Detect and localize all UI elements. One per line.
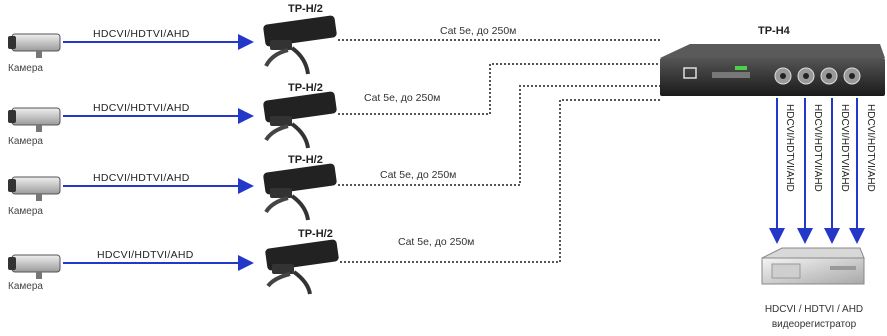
camera-label: Камера — [8, 206, 43, 217]
cable-label: Cat 5e, до 250м — [364, 92, 441, 104]
camera-label: Камера — [8, 281, 43, 292]
balun-icon — [263, 15, 337, 75]
balun-icon — [265, 239, 339, 295]
signal-label: HDCVI/HDTVI/AHD — [93, 28, 190, 40]
dvr-icon — [761, 247, 865, 285]
twisted-pair-cable — [340, 99, 660, 263]
signal-label: HDCVI/HDTVI/AHD — [93, 172, 190, 184]
camera-icon — [8, 176, 61, 201]
signal-label: HDCVI/HDTVI/AHD — [97, 249, 194, 261]
balun-icon — [263, 163, 337, 221]
camera-label: Камера — [8, 63, 43, 74]
output-label: HDCVI/HDTVI/AHD — [812, 104, 823, 192]
balun-icon — [263, 91, 337, 149]
hub-device — [660, 44, 885, 96]
output-label: HDCVI/HDTVI/AHD — [784, 104, 795, 192]
signal-label: HDCVI/HDTVI/AHD — [93, 102, 190, 114]
recorder-label: HDCVI / HDTVI / AHD — [764, 304, 864, 315]
balun-label: TP-H/2 — [288, 3, 323, 15]
output-label: HDCVI/HDTVI/AHD — [865, 104, 876, 192]
balun-label: TP-H/2 — [288, 82, 323, 94]
cable-label: Cat 5e, до 250м — [398, 236, 475, 248]
camera-row-3 — [8, 85, 660, 221]
camera-label: Камера — [8, 136, 43, 147]
hub-label: TP-H4 — [758, 25, 790, 37]
camera-row-1 — [8, 15, 660, 75]
output-arrows — [769, 98, 865, 244]
camera-row-4 — [8, 99, 660, 295]
output-label: HDCVI/HDTVI/AHD — [839, 104, 850, 192]
camera-icon — [8, 33, 61, 58]
recorder-caption: видеорегистратор — [771, 319, 857, 330]
camera-icon — [8, 254, 61, 279]
cable-label: Cat 5e, до 250м — [440, 25, 517, 37]
twisted-pair-cable — [338, 63, 660, 115]
rj45-port-icon — [683, 67, 697, 79]
camera-row-2 — [8, 63, 660, 149]
camera-icon — [8, 107, 61, 132]
bnc-port-icon — [774, 67, 861, 85]
cable-label: Cat 5e, до 250м — [380, 169, 457, 181]
balun-label: TP-H/2 — [298, 228, 333, 240]
balun-label: TP-H/2 — [288, 154, 323, 166]
